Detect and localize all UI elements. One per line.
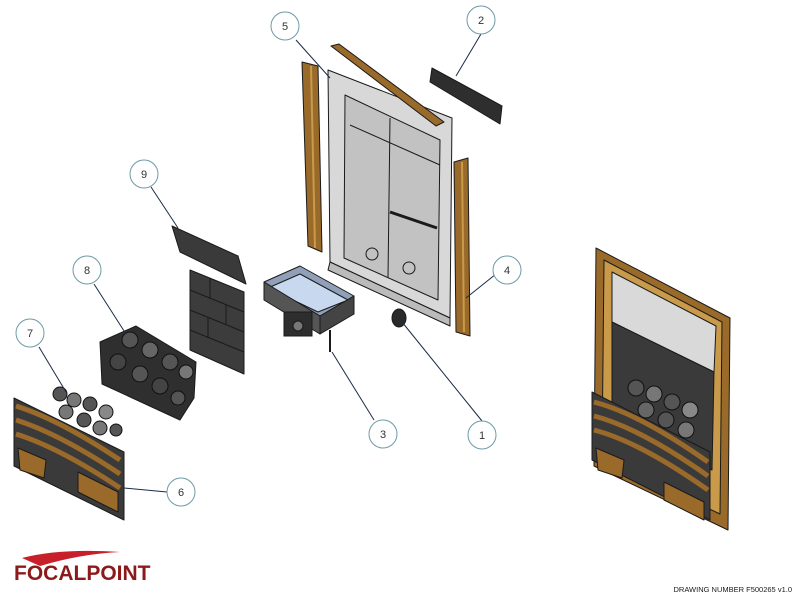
callout-9: 9 bbox=[129, 159, 159, 189]
leader-line-8 bbox=[93, 283, 127, 335]
callout-6: 6 bbox=[166, 477, 196, 507]
callout-1: 1 bbox=[467, 420, 497, 450]
part-loose-coals bbox=[52, 386, 123, 437]
callout-4: 4 bbox=[492, 255, 522, 285]
callout-2: 2 bbox=[466, 5, 496, 35]
logo-text: FOCALPOINT bbox=[14, 562, 151, 585]
callout-number: 5 bbox=[282, 21, 288, 33]
part-burner bbox=[263, 265, 355, 352]
callout-number: 1 bbox=[479, 430, 485, 442]
assembled-fire bbox=[591, 247, 731, 531]
callout-3: 3 bbox=[368, 419, 398, 449]
leader-line-2 bbox=[455, 33, 482, 77]
callout-number: 9 bbox=[141, 169, 147, 181]
leader-line-3 bbox=[331, 351, 375, 421]
leader-line-1 bbox=[401, 321, 483, 422]
focalpoint-logo: FOCALPOINT bbox=[14, 550, 151, 585]
callout-number: 8 bbox=[84, 265, 90, 277]
logo-swoosh-icon bbox=[22, 550, 120, 566]
callout-8: 8 bbox=[72, 255, 102, 285]
part-angled-panel bbox=[171, 225, 247, 285]
leader-line-5 bbox=[295, 39, 331, 79]
part-coal-bed bbox=[99, 325, 197, 421]
callout-7: 7 bbox=[15, 318, 45, 348]
callout-number: 7 bbox=[27, 328, 33, 340]
leader-line-9 bbox=[150, 186, 179, 229]
leader-line-4 bbox=[465, 273, 497, 299]
callout-number: 3 bbox=[380, 429, 386, 441]
callout-number: 4 bbox=[504, 265, 510, 277]
part-firebox bbox=[327, 69, 453, 327]
part-fret bbox=[13, 397, 125, 521]
callout-5: 5 bbox=[270, 11, 300, 41]
part-black-bar bbox=[429, 67, 503, 125]
part-top-trim bbox=[330, 43, 445, 127]
leader-line-7 bbox=[38, 346, 67, 393]
callout-number: 2 bbox=[478, 15, 484, 27]
callout-number: 6 bbox=[178, 487, 184, 499]
drawing-number: DRAWING NUMBER F500265 v1.0 bbox=[673, 585, 792, 594]
part-brick-panel bbox=[189, 269, 245, 375]
leader-line-6 bbox=[123, 487, 168, 493]
